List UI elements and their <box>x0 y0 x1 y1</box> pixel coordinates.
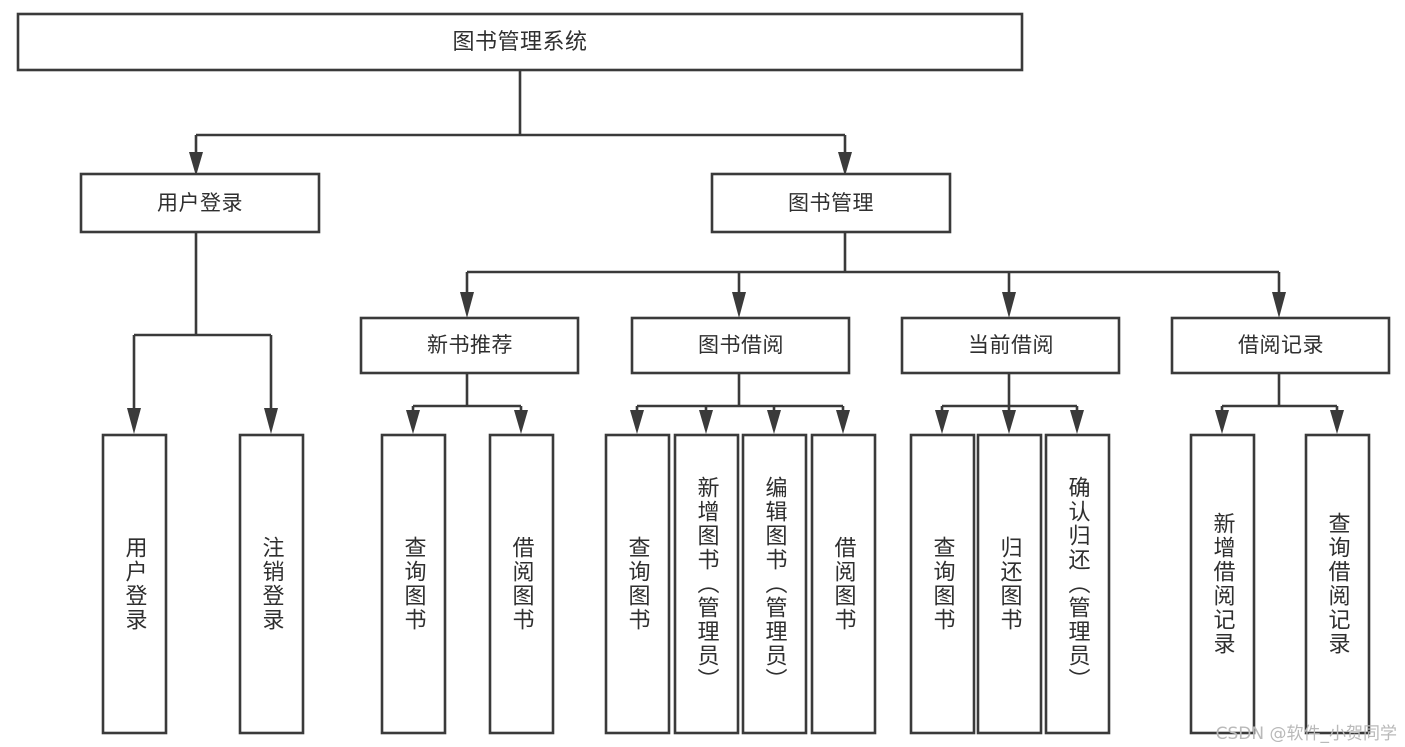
arrow-head-icon <box>127 408 141 434</box>
node-current-borrow-box[interactable] <box>900 316 1121 375</box>
arrow-head-icon <box>1070 410 1084 434</box>
leaf-currentborrow-return[interactable]: 归还图书 <box>976 433 1043 735</box>
connector-borrowrecord-to-leaves <box>1215 373 1344 434</box>
node-book-management[interactable]: 图书管理 <box>710 172 952 234</box>
node-book-borrow-box[interactable] <box>630 316 851 375</box>
arrow-head-icon <box>732 292 746 318</box>
leaf-borrowrecord-query[interactable]: 查询借阅记录 <box>1304 433 1371 735</box>
node-user-login[interactable]: 用户登录 <box>79 172 321 234</box>
connector-newbook-to-leaves <box>406 373 528 434</box>
arrow-head-icon <box>767 410 781 434</box>
leaf-box[interactable] <box>976 433 1043 735</box>
leaf-label: 查询图书 <box>625 536 651 632</box>
leaf-box[interactable] <box>488 433 555 735</box>
arrow-head-icon <box>935 410 949 434</box>
leaf-user-login-login[interactable]: 用户登录 <box>101 433 168 735</box>
node-current-borrow[interactable]: 当前借阅 <box>900 316 1121 375</box>
arrow-head-icon <box>189 152 203 176</box>
node-book-borrow[interactable]: 图书借阅 <box>630 316 851 375</box>
arrow-head-icon <box>699 410 713 434</box>
leaf-box[interactable] <box>741 433 808 735</box>
node-book-management-box[interactable] <box>710 172 952 234</box>
arrow-head-icon <box>264 408 278 434</box>
leaf-label: 新增借阅记录 <box>1210 512 1236 656</box>
leaf-newbook-borrow[interactable]: 借阅图书 <box>488 433 555 735</box>
leaf-newbook-query[interactable]: 查询图书 <box>380 433 447 735</box>
leaf-box[interactable] <box>604 433 671 735</box>
arrow-head-icon <box>514 410 528 434</box>
node-current-borrow-label: 当前借阅 <box>968 333 1054 357</box>
leaf-bookborrow-add[interactable]: 新增图书（管理员） <box>673 433 740 735</box>
leaf-bookborrow-query[interactable]: 查询图书 <box>604 433 671 735</box>
leaf-box[interactable] <box>380 433 447 735</box>
leaf-label: 借阅图书 <box>509 536 535 632</box>
leaf-label: 确认归还（管理员） <box>1065 476 1091 692</box>
leaf-label: 查询图书 <box>930 536 956 632</box>
arrow-head-icon <box>460 292 474 318</box>
leaf-bookborrow-borrow[interactable]: 借阅图书 <box>810 433 877 735</box>
leaf-box[interactable] <box>810 433 877 735</box>
arrow-head-icon <box>1330 410 1344 434</box>
arrow-head-icon <box>1272 292 1286 318</box>
leaf-box[interactable] <box>238 433 305 735</box>
connector-bookmgmt-to-level3 <box>460 232 1286 318</box>
node-book-management-label: 图书管理 <box>788 191 874 215</box>
arrow-head-icon <box>838 152 852 176</box>
node-root-box[interactable] <box>16 12 1024 72</box>
leaf-label: 归还图书 <box>997 536 1023 632</box>
node-root-label: 图书管理系统 <box>452 30 587 55</box>
leaf-box[interactable] <box>673 433 740 735</box>
connector-currentborrow-to-leaves <box>935 373 1084 434</box>
node-new-book-recommend-label: 新书推荐 <box>427 333 513 357</box>
leaf-currentborrow-query[interactable]: 查询图书 <box>909 433 976 735</box>
leaf-label: 新增图书（管理员） <box>694 476 720 692</box>
node-book-borrow-label: 图书借阅 <box>698 333 784 357</box>
leaf-box[interactable] <box>1189 433 1256 735</box>
arrow-head-icon <box>1215 410 1229 434</box>
node-root-system[interactable]: 图书管理系统 <box>16 12 1024 72</box>
leaf-user-login-logout[interactable]: 注销登录 <box>238 433 305 735</box>
leaf-label: 查询图书 <box>401 536 427 632</box>
leaf-box[interactable] <box>1044 433 1111 735</box>
arrow-head-icon <box>1002 292 1016 318</box>
leaf-box[interactable] <box>101 433 168 735</box>
leaf-borrowrecord-add[interactable]: 新增借阅记录 <box>1189 433 1256 735</box>
node-new-book-recommend-box[interactable] <box>359 316 580 375</box>
arrow-head-icon <box>836 410 850 434</box>
node-borrow-record[interactable]: 借阅记录 <box>1170 316 1391 375</box>
node-user-login-label: 用户登录 <box>157 191 243 215</box>
node-borrow-record-label: 借阅记录 <box>1238 333 1324 357</box>
node-new-book-recommend[interactable]: 新书推荐 <box>359 316 580 375</box>
arrow-head-icon <box>406 410 420 434</box>
leaf-label: 借阅图书 <box>831 536 857 632</box>
leaf-label: 查询借阅记录 <box>1325 512 1351 656</box>
leaf-box[interactable] <box>1304 433 1371 735</box>
leaf-box[interactable] <box>909 433 976 735</box>
leaf-currentborrow-confirm[interactable]: 确认归还（管理员） <box>1044 433 1111 735</box>
leaf-label: 注销登录 <box>259 536 285 632</box>
connector-root-to-level2 <box>189 70 852 176</box>
connector-userlogin-to-leaves <box>127 232 278 434</box>
node-borrow-record-box[interactable] <box>1170 316 1391 375</box>
node-user-login-box[interactable] <box>79 172 321 234</box>
leaf-label: 用户登录 <box>122 536 148 632</box>
arrow-head-icon <box>1002 410 1016 434</box>
leaf-label: 编辑图书（管理员） <box>762 476 788 692</box>
leaf-bookborrow-edit[interactable]: 编辑图书（管理员） <box>741 433 808 735</box>
connector-bookborrow-to-leaves <box>630 373 850 434</box>
arrow-head-icon <box>630 410 644 434</box>
